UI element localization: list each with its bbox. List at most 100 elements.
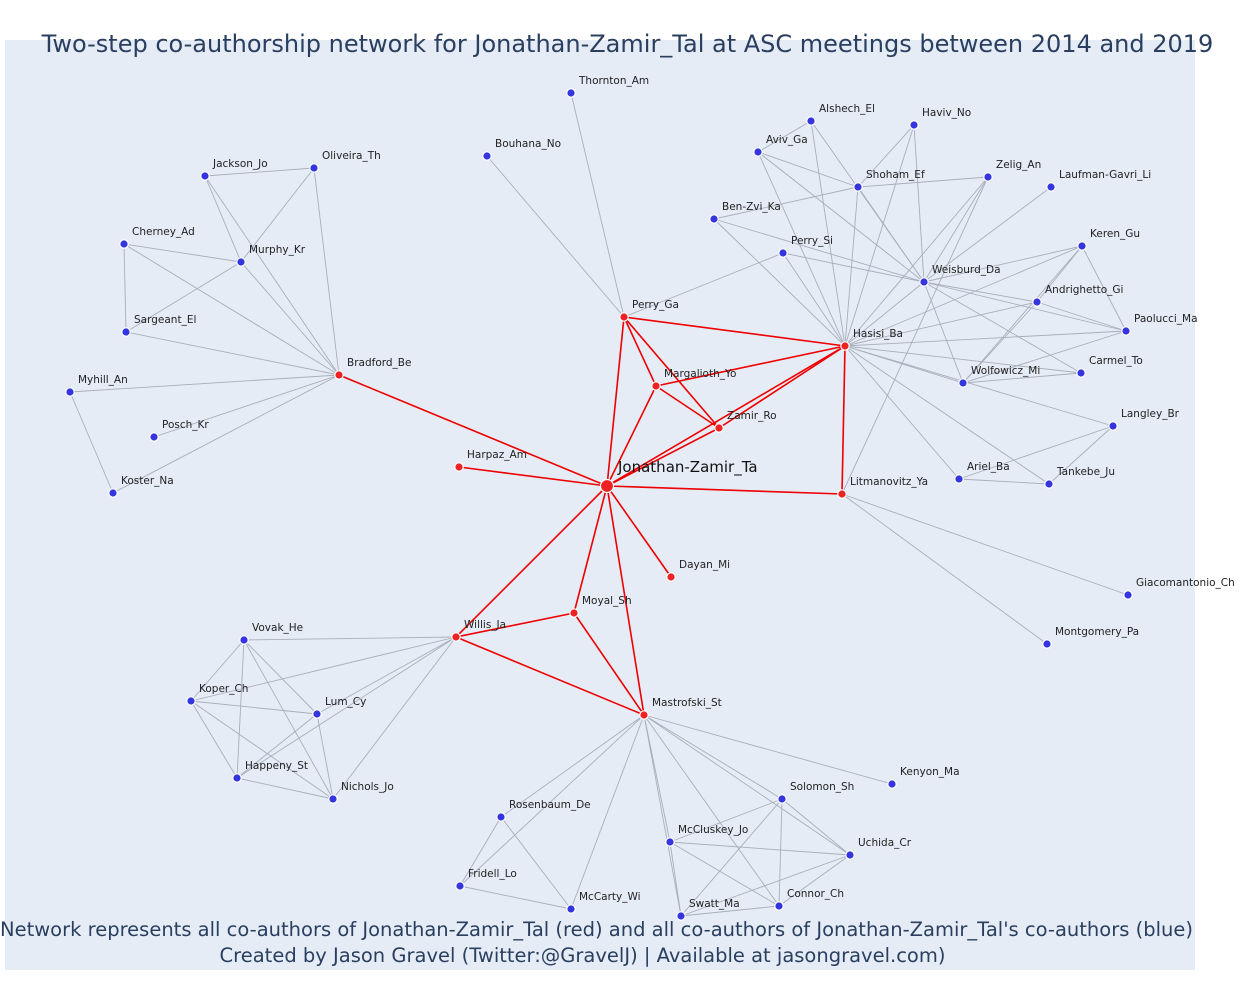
node-posch-kr[interactable] [149, 432, 159, 442]
node-carmel-to[interactable] [1076, 368, 1086, 378]
label-montgomery-pa: Montgomery_Pa [1055, 626, 1139, 638]
node-nichols-jo[interactable] [328, 794, 338, 804]
node-zamir-ro[interactable] [714, 423, 724, 433]
node-haviv-no[interactable] [909, 120, 919, 130]
label-harpaz-am: Harpaz_Am [467, 449, 527, 461]
node-alshech-el[interactable] [806, 116, 816, 126]
node-swatt-ma[interactable] [676, 911, 686, 921]
node-shoham-ef[interactable] [853, 182, 863, 192]
label-alshech-el: Alshech_El [819, 103, 875, 115]
node-ariel-ba[interactable] [954, 474, 964, 484]
node-willis-ja[interactable] [451, 632, 461, 642]
edge-perry-ga--bouhana-no [486, 155, 625, 318]
edge-koper-ch--happeny-st [190, 700, 238, 779]
edge-lum-cy--happeny-st [236, 713, 318, 779]
node-aviv-ga[interactable] [753, 147, 763, 157]
edge-koper-ch--lum-cy [190, 700, 318, 715]
edge-weisburd-da--haviv-no [913, 124, 925, 283]
node-jackson-jo[interactable] [200, 171, 210, 181]
edge-bradford-be--myhill-an [69, 374, 340, 393]
node-andrighetto-gi[interactable] [1032, 297, 1042, 307]
node-uchida-cr[interactable] [845, 850, 855, 860]
node-litmanovitz-ya[interactable] [837, 489, 847, 499]
edge-willis-ja--mastrofski-st [455, 636, 645, 716]
node-oliveira-th[interactable] [309, 163, 319, 173]
nodes-layer [65, 88, 1133, 921]
node-happeny-st[interactable] [232, 773, 242, 783]
node-rosenbaum-de[interactable] [496, 812, 506, 822]
node-margalioth-yo[interactable] [651, 381, 661, 391]
edge-hasisi-ba--ariel-ba [844, 345, 960, 480]
node-wolfowicz-mi[interactable] [958, 378, 968, 388]
node-tankebe-ju[interactable] [1044, 479, 1054, 489]
edge-keren-gu--andrighetto-gi [1036, 245, 1083, 303]
edge-vovak-he--lum-cy [243, 639, 318, 715]
label-swatt-ma: Swatt_Ma [689, 898, 740, 910]
node-sargeant-el[interactable] [121, 327, 131, 337]
node-harpaz-am[interactable] [454, 462, 464, 472]
node-myhill-an[interactable] [65, 387, 75, 397]
node-keren-gu[interactable] [1077, 241, 1087, 251]
node-mastrofski-st[interactable] [639, 710, 649, 720]
edge-margalioth-yo--zamir-ro [655, 385, 720, 429]
node-thornton-am[interactable] [566, 88, 576, 98]
label-ben-zvi-ka: Ben-Zvi_Ka [722, 201, 781, 213]
node-mccluskey-jo[interactable] [665, 837, 675, 847]
edge-willis-ja--vovak-he [243, 636, 457, 641]
node-weisburd-da[interactable] [919, 277, 929, 287]
node-bouhana-no[interactable] [482, 151, 492, 161]
edge-weisburd-da--wolfowicz-mi [923, 281, 964, 384]
node-perry-ga[interactable] [619, 312, 629, 322]
edge-mastrofski-st--solomon-sh [643, 714, 783, 800]
edge-weisburd-da--aviv-ga [757, 151, 925, 283]
edge-hasisi-ba--haviv-no [844, 124, 915, 347]
edge-litmanovitz-ya--zelig-an [841, 176, 989, 495]
node-perry-si[interactable] [778, 248, 788, 258]
label-jonathan-zamir-ta: Jonathan-Zamir_Ta [617, 458, 758, 477]
edge-hasisi-ba--carmel-to [844, 345, 1082, 374]
node-montgomery-pa[interactable] [1042, 639, 1052, 649]
labels-layer: Jonathan-Zamir_TaPerry_GaHasisi_BaMargal… [78, 75, 1235, 910]
label-solomon-sh: Solomon_Sh [790, 781, 854, 793]
node-giacomantonio-ch[interactable] [1123, 590, 1133, 600]
label-jackson-jo: Jackson_Jo [212, 158, 268, 170]
node-zelig-an[interactable] [983, 172, 993, 182]
edge-vovak-he--happeny-st [236, 639, 245, 779]
node-moyal-sh[interactable] [569, 608, 579, 618]
node-murphy-kr[interactable] [236, 257, 246, 267]
edge-vovak-he--nichols-jo [243, 639, 334, 800]
node-solomon-sh[interactable] [777, 794, 787, 804]
node-jonathan-zamir-ta[interactable] [599, 478, 615, 494]
edge-weisburd-da--carmel-to [923, 281, 1082, 374]
label-shoham-ef: Shoham_Ef [866, 169, 925, 181]
node-koster-na[interactable] [108, 488, 118, 498]
edge-jonathan-zamir-ta--mastrofski-st [606, 485, 645, 716]
node-koper-ch[interactable] [186, 696, 196, 706]
edge-bradford-be--jackson-jo [204, 175, 340, 376]
label-rosenbaum-de: Rosenbaum_De [509, 799, 591, 811]
node-ben-zvi-ka[interactable] [709, 214, 719, 224]
node-fridell-lo[interactable] [455, 881, 465, 891]
node-dayan-mi[interactable] [666, 572, 676, 582]
node-laufman-gavri-li[interactable] [1046, 182, 1056, 192]
node-vovak-he[interactable] [239, 635, 249, 645]
edge-jackson-jo--murphy-kr [204, 175, 242, 263]
edge-jonathan-zamir-ta--hasisi-ba [606, 345, 846, 487]
node-kenyon-ma[interactable] [887, 779, 897, 789]
node-hasisi-ba[interactable] [840, 341, 850, 351]
edge-bradford-be--oliveira-th [313, 167, 340, 376]
edge-mastrofski-st--connor-ch [643, 714, 780, 907]
edge-weisburd-da--andrighetto-gi [923, 281, 1038, 303]
edge-solomon-sh--connor-ch [778, 798, 783, 907]
edge-jonathan-zamir-ta--bradford-be [338, 374, 608, 487]
node-paolucci-ma[interactable] [1121, 326, 1131, 336]
node-connor-ch[interactable] [774, 901, 784, 911]
node-langley-br[interactable] [1108, 421, 1118, 431]
label-fridell-lo: Fridell_Lo [468, 868, 517, 880]
edge-andrighetto-gi--wolfowicz-mi [962, 301, 1038, 384]
node-cherney-ad[interactable] [119, 239, 129, 249]
node-mccarty-wi[interactable] [566, 904, 576, 914]
node-bradford-be[interactable] [334, 370, 344, 380]
node-lum-cy[interactable] [312, 709, 322, 719]
